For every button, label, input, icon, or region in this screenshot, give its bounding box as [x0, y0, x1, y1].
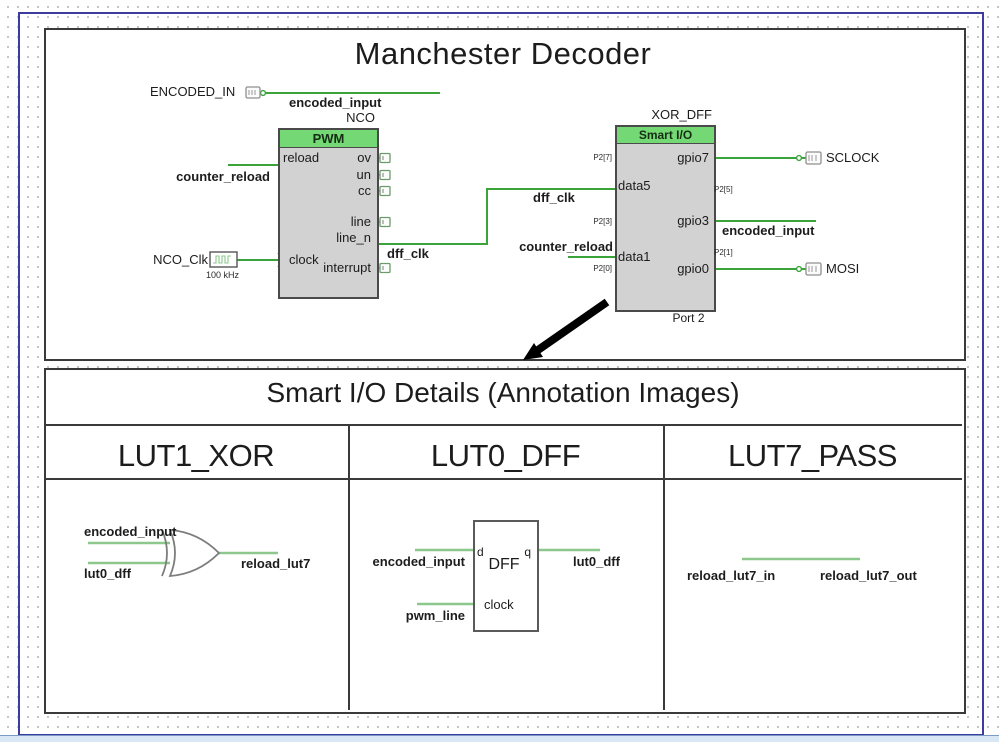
dff-pin-d: d [477, 545, 484, 559]
smartio-pin-gpio0[interactable]: gpio0 [677, 261, 709, 276]
net-label-encoded-input[interactable]: encoded_input [289, 95, 382, 110]
manchester-decoder-frame [44, 28, 966, 361]
sclock-terminal-label[interactable]: SCLOCK [826, 150, 880, 165]
smartio-pin-p25: P2[5] [714, 185, 733, 194]
dff-out-label: lut0_dff [573, 554, 620, 569]
net-label-counter-reload-1[interactable]: counter_reload [176, 169, 270, 184]
smartio-pin-p23: P2[3] [593, 217, 612, 226]
pwm-pin-clock[interactable]: clock [289, 252, 319, 267]
smartio-pin-gpio7[interactable]: gpio7 [677, 150, 709, 165]
smartio-pin-data1[interactable]: data1 [618, 249, 651, 264]
details-header-bottom-line [44, 478, 962, 480]
nco-instance-label[interactable]: NCO [346, 110, 375, 125]
net-label-dff-clk-1[interactable]: dff_clk [387, 246, 429, 261]
pwm-pin-cc[interactable]: cc [358, 183, 371, 198]
smartio-pin-p20: P2[0] [593, 264, 612, 273]
xor-in1-label: encoded_input [84, 524, 177, 539]
pwm-pin-reload[interactable]: reload [283, 150, 320, 165]
dff-in-d-label: encoded_input [372, 554, 465, 569]
smartio-pin-data5[interactable]: data5 [618, 178, 651, 193]
dff-in-clock-label: pwm_line [405, 608, 465, 623]
smartio-pin-p21: P2[1] [714, 248, 733, 257]
panel-header-lut1-xor: LUT1_XOR [117, 438, 275, 473]
mosi-terminal-label[interactable]: MOSI [826, 261, 860, 276]
panel-header-lut0-dff: LUT0_DFF [430, 438, 581, 473]
pwm-pin-interrupt[interactable]: interrupt [323, 260, 371, 275]
section2-title: Smart I/O Details (Annotation Images) [266, 377, 740, 408]
encoded-in-terminal-label[interactable]: ENCODED_IN [150, 84, 236, 99]
nco-clk-label[interactable]: NCO_Clk [153, 252, 208, 267]
dff-box-title: DFF [488, 556, 520, 573]
canvas-bottom-edge [0, 735, 999, 742]
nco-pwm-block[interactable]: PWM [278, 128, 379, 299]
pwm-pin-un[interactable]: un [356, 167, 371, 182]
details-divider-1 [348, 424, 350, 710]
pass-out-label: reload_lut7_out [820, 568, 917, 583]
smartio-block-header[interactable]: Smart I/O [617, 127, 714, 144]
nco-clk-frequency: 100 kHz [206, 270, 240, 280]
pwm-pin-line[interactable]: line [350, 214, 371, 229]
net-label-dff-clk-2[interactable]: dff_clk [533, 190, 575, 205]
xor-out-label: reload_lut7 [241, 556, 311, 571]
pass-in-label: reload_lut7_in [687, 568, 776, 583]
panel-header-lut7-pass: LUT7_PASS [728, 438, 897, 473]
xor-in2-label: lut0_dff [84, 566, 131, 581]
dff-box [473, 520, 539, 632]
dff-pin-q: q [524, 545, 531, 559]
dff-pin-clock: clock [484, 597, 514, 612]
nco-block-header[interactable]: PWM [280, 130, 377, 148]
smartio-port-label: Port 2 [672, 311, 705, 325]
details-divider-2 [663, 424, 665, 710]
pwm-pin-ov[interactable]: ov [357, 150, 371, 165]
pwm-pin-line-n[interactable]: line_n [336, 230, 371, 245]
smartio-pin-p27: P2[7] [593, 153, 612, 162]
smartio-block[interactable]: Smart I/O [615, 125, 716, 312]
net-label-counter-reload-2[interactable]: counter_reload [519, 239, 613, 254]
smartio-pin-gpio3[interactable]: gpio3 [677, 213, 709, 228]
details-header-top-line [44, 424, 962, 426]
net-label-encoded-input-2[interactable]: encoded_input [722, 223, 815, 238]
section1-title: Manchester Decoder [354, 36, 652, 71]
smartio-instance-label[interactable]: XOR_DFF [651, 107, 712, 122]
